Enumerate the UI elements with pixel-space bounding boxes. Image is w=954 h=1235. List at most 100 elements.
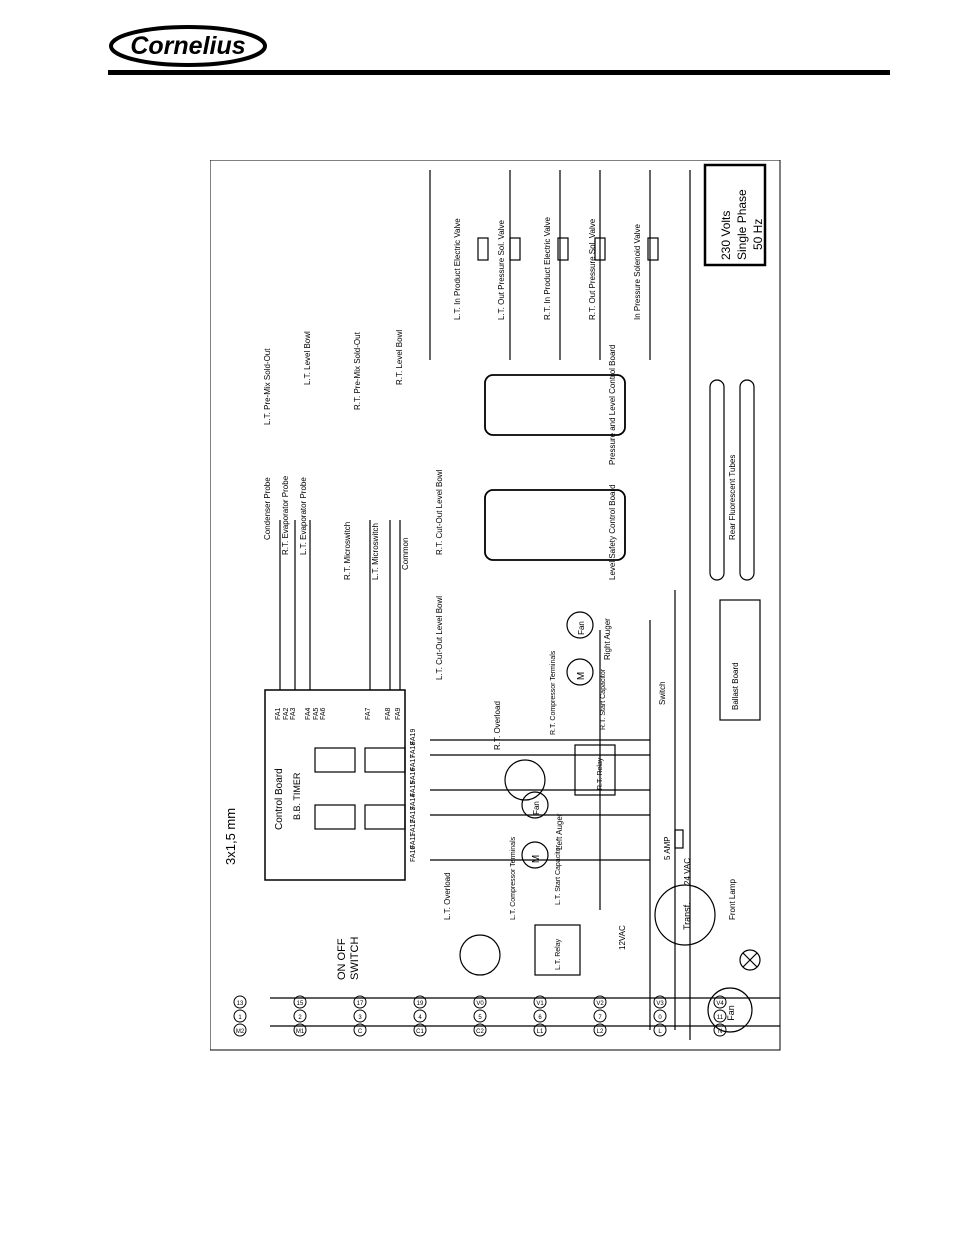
- wire-gauge-label: 3x1,5 mm: [223, 808, 238, 865]
- transformer-label: Transf.: [682, 902, 692, 930]
- wire-id-circle-7: [653, 1023, 667, 1037]
- wire-id-8: N: [718, 1029, 722, 1035]
- right-fan-label: Fan: [577, 621, 586, 635]
- rear-tubes-label: Rear Fluorescent Tubes: [728, 455, 737, 540]
- rt-microswitch-label: R.T. Microswitch: [343, 522, 352, 580]
- wire-id-circle-25: [653, 995, 667, 1009]
- lt-microswitch-label: L.T. Microswitch: [371, 523, 380, 580]
- fa-top-2: FA2: [283, 707, 290, 720]
- wire-id-circle-26: [713, 995, 727, 1009]
- wire-id-4: C2: [476, 1029, 484, 1035]
- fa-bottom-3: FA17: [410, 755, 417, 771]
- rt-level-bowl-label: R.T. Level Bowl: [395, 330, 404, 385]
- wire-id-1: M1: [296, 1029, 305, 1035]
- control-board-title: Control Board: [274, 768, 285, 830]
- wiring-diagram: 3x1,5 mm ON OFF SWITCH 230 Volts Single …: [209, 159, 790, 1060]
- switch-label: Switch: [658, 681, 667, 705]
- wire-id-17: 11: [717, 1015, 724, 1021]
- wire-id-circle-24: [593, 995, 607, 1009]
- fa-bottom-9: FA11: [410, 833, 417, 849]
- wire-id-5: L1: [537, 1029, 544, 1035]
- header-rule: [108, 70, 890, 75]
- pressure-level-board-label: Pressure and Level Control Board: [608, 344, 617, 465]
- fa-top-3: FA3: [290, 707, 297, 720]
- fa-bottom-5: FA15: [410, 781, 417, 797]
- wire-id-circle-22: [473, 995, 487, 1009]
- supply-frequency: 50 Hz: [751, 219, 765, 250]
- lt-overload-label: L.T. Overload: [443, 872, 452, 920]
- fa-top-4: FA4: [305, 707, 312, 720]
- wire-id-14: 6: [538, 1015, 542, 1021]
- wire-id-7: L: [658, 1029, 662, 1035]
- wire-id-circle-3: [413, 1023, 427, 1037]
- lt-compressor-label: L.T. Compressor Terminals: [510, 836, 517, 920]
- 24vac-label: 24 VAC: [683, 858, 692, 885]
- lt-premix-label: L.T. Pre-Mix Sold-Out: [263, 348, 272, 425]
- wire-id-circle-4: [473, 1023, 487, 1037]
- fa-bottom-10: FA10: [410, 846, 417, 862]
- right-motor-label: M: [576, 672, 587, 680]
- lt-evaporator-probe-label: L.T. Evaporator Probe: [299, 477, 308, 555]
- lt-relay-label: L.T. Relay: [555, 938, 562, 970]
- wire-id-21: 19: [417, 1001, 424, 1007]
- bb-timer-label: B.B. TIMER: [292, 772, 302, 820]
- rt-in-valve-label: R.T. In Product Electric Valve: [543, 216, 552, 320]
- fa-top-8: FA8: [385, 707, 392, 720]
- wire-id-23: V1: [536, 1001, 544, 1007]
- wire-id-circle-2: [353, 1023, 367, 1037]
- rt-overload-label: R.T. Overload: [493, 701, 502, 750]
- wire-id-22: V0: [476, 1001, 484, 1007]
- wire-id-circle-18: [233, 995, 247, 1009]
- on-off-switch-label-1: ON OFF: [336, 938, 348, 980]
- wire-id-circle-16: [653, 1009, 667, 1023]
- left-motor-label: M: [531, 855, 542, 863]
- rt-cutout-label: R.T. Cut-Out Level Bowl: [435, 469, 444, 555]
- rt-relay-label: R.T. Relay: [597, 757, 604, 790]
- wire-id-circle-14: [533, 1009, 547, 1023]
- lt-in-valve-label: L.T. In Product Electric Valve: [453, 218, 462, 320]
- lt-level-bowl-label: L.T. Level Bowl: [303, 331, 312, 385]
- wire-id-circle-1: [293, 1023, 307, 1037]
- ballast-board-label: Ballast Board: [731, 662, 740, 710]
- wire-id-18: 13: [237, 1001, 244, 1007]
- fa-bottom-4: FA16: [410, 768, 417, 784]
- wire-id-circle-12: [413, 1009, 427, 1023]
- in-pressure-valve-label: In Pressure Solenoid Valve: [633, 224, 642, 320]
- fuse-label: 5 AMP: [663, 836, 672, 860]
- wire-id-20: 17: [357, 1001, 364, 1007]
- wire-id-24: V2: [596, 1001, 604, 1007]
- fa-bottom-7: FA13: [410, 807, 417, 823]
- left-fan-label: Fan: [532, 801, 541, 815]
- wire-id-15: 7: [598, 1015, 602, 1021]
- wire-id-circle-21: [413, 995, 427, 1009]
- common-label: Common: [401, 538, 410, 570]
- cornelius-logo: Cornelius: [108, 24, 268, 68]
- wire-id-circle-8: [713, 1023, 727, 1037]
- rt-capacitor-label: R.T. Start Capacitor: [600, 668, 607, 730]
- wire-id-26: V4: [716, 1001, 724, 1007]
- wire-id-19: 15: [297, 1001, 304, 1007]
- left-auger-label: Left Auger: [555, 813, 564, 850]
- fa-bottom-2: FA18: [410, 742, 417, 758]
- lt-cutout-label: L.T. Cut-Out Level Bowl: [435, 596, 444, 680]
- wire-id-circle-20: [353, 995, 367, 1009]
- supply-voltage: 230 Volts: [719, 211, 733, 260]
- supply-phase: Single Phase: [735, 189, 749, 260]
- wire-id-circle-5: [533, 1023, 547, 1037]
- wire-id-circle-6: [593, 1023, 607, 1037]
- wire-id-circle-11: [353, 1009, 367, 1023]
- wire-id-circle-10: [293, 1009, 307, 1023]
- fa-top-9: FA9: [395, 707, 402, 720]
- rt-out-valve-label: R.T. Out Pressure Sol. Valve: [588, 218, 597, 320]
- wire-id-25: V3: [656, 1001, 664, 1007]
- front-lamp-label: Front Lamp: [728, 879, 737, 920]
- wire-id-13: 5: [478, 1015, 482, 1021]
- right-auger-label: Right Auger: [603, 618, 612, 660]
- level-safety-board-label: Level Safety Control Board: [608, 484, 617, 580]
- lt-capacitor-label: L.T. Start Capacitor: [555, 844, 562, 905]
- wire-id-0: M2: [236, 1029, 245, 1035]
- wire-id-6: L2: [597, 1029, 604, 1035]
- wire-id-10: 2: [298, 1015, 302, 1021]
- wire-id-12: 4: [418, 1015, 422, 1021]
- wire-id-circle-17: [713, 1009, 727, 1023]
